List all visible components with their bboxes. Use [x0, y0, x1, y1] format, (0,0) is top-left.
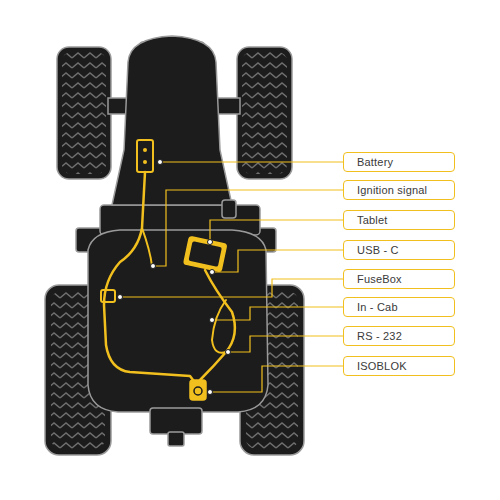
- front-wheels-part: [237, 47, 292, 179]
- tractor-body-part: [168, 432, 184, 446]
- leader-dots-part: [118, 295, 123, 300]
- wiring-harness-part: [137, 140, 153, 172]
- wiring-harness-part: [101, 290, 115, 302]
- callout-box: ISOBLOK: [343, 356, 455, 376]
- leader-lines-part: [212, 250, 343, 272]
- wiring-harness-part: [190, 380, 206, 400]
- leader-dots-part: [151, 264, 156, 269]
- callout-label: Ignition signal: [357, 184, 427, 196]
- callout-box: FuseBox: [343, 269, 455, 289]
- callout-box: Tablet: [343, 210, 455, 230]
- wiring-harness-part: [212, 300, 226, 353]
- wiring-harness-part: [142, 228, 152, 266]
- leader-dots: [118, 160, 231, 395]
- wiring-harness-part: [143, 160, 147, 164]
- callout-box: In - Cab: [343, 297, 455, 317]
- callout-label: ISOBLOK: [357, 360, 407, 372]
- leader-lines-part: [210, 220, 343, 242]
- leader-dots-part: [158, 160, 163, 165]
- leader-lines: [120, 162, 343, 392]
- leader-lines-part: [160, 161, 343, 162]
- wiring-harness-part: [200, 270, 235, 380]
- tractor-body-part: [88, 230, 268, 412]
- callout-label: RS - 232: [357, 330, 402, 342]
- wiring-harness-part: [184, 236, 227, 271]
- callout-box: Ignition signal: [343, 180, 455, 200]
- leader-dots-part: [208, 240, 213, 245]
- callout-box: Battery: [343, 152, 455, 172]
- callout-label: USB - C: [357, 244, 399, 256]
- leader-lines-part: [153, 190, 343, 266]
- tractor-body-part: [112, 36, 232, 205]
- callout-label: FuseBox: [357, 273, 402, 285]
- leader-dots-part: [208, 390, 213, 395]
- wiring-harness-part: [194, 387, 202, 395]
- tractor-body-part: [222, 200, 236, 218]
- wiring-harness-part: [184, 236, 227, 271]
- leader-dots-part: [210, 318, 215, 323]
- front-wheels-part: [57, 47, 111, 179]
- wiring-harness-part: [104, 172, 196, 384]
- callout-box: RS - 232: [343, 326, 455, 346]
- front-wheels-part: [62, 52, 106, 174]
- front-wheels-part: [242, 52, 287, 174]
- wiring-harness-part: [188, 241, 222, 267]
- leader-lines-part: [228, 336, 343, 352]
- callout-box: USB - C: [343, 240, 455, 260]
- leader-lines-part: [210, 366, 343, 392]
- callout-label: In - Cab: [357, 301, 398, 313]
- leader-dots-part: [210, 270, 215, 275]
- wiring-harness: [101, 140, 235, 400]
- leader-lines-part: [120, 279, 343, 297]
- leader-lines-part: [212, 307, 343, 320]
- leader-dots-part: [226, 350, 231, 355]
- wiring-harness-part: [143, 148, 147, 152]
- tractor-body: [76, 36, 276, 446]
- callout-label: Battery: [357, 156, 393, 168]
- tractor-body-part: [150, 408, 202, 434]
- callout-label: Tablet: [357, 214, 388, 226]
